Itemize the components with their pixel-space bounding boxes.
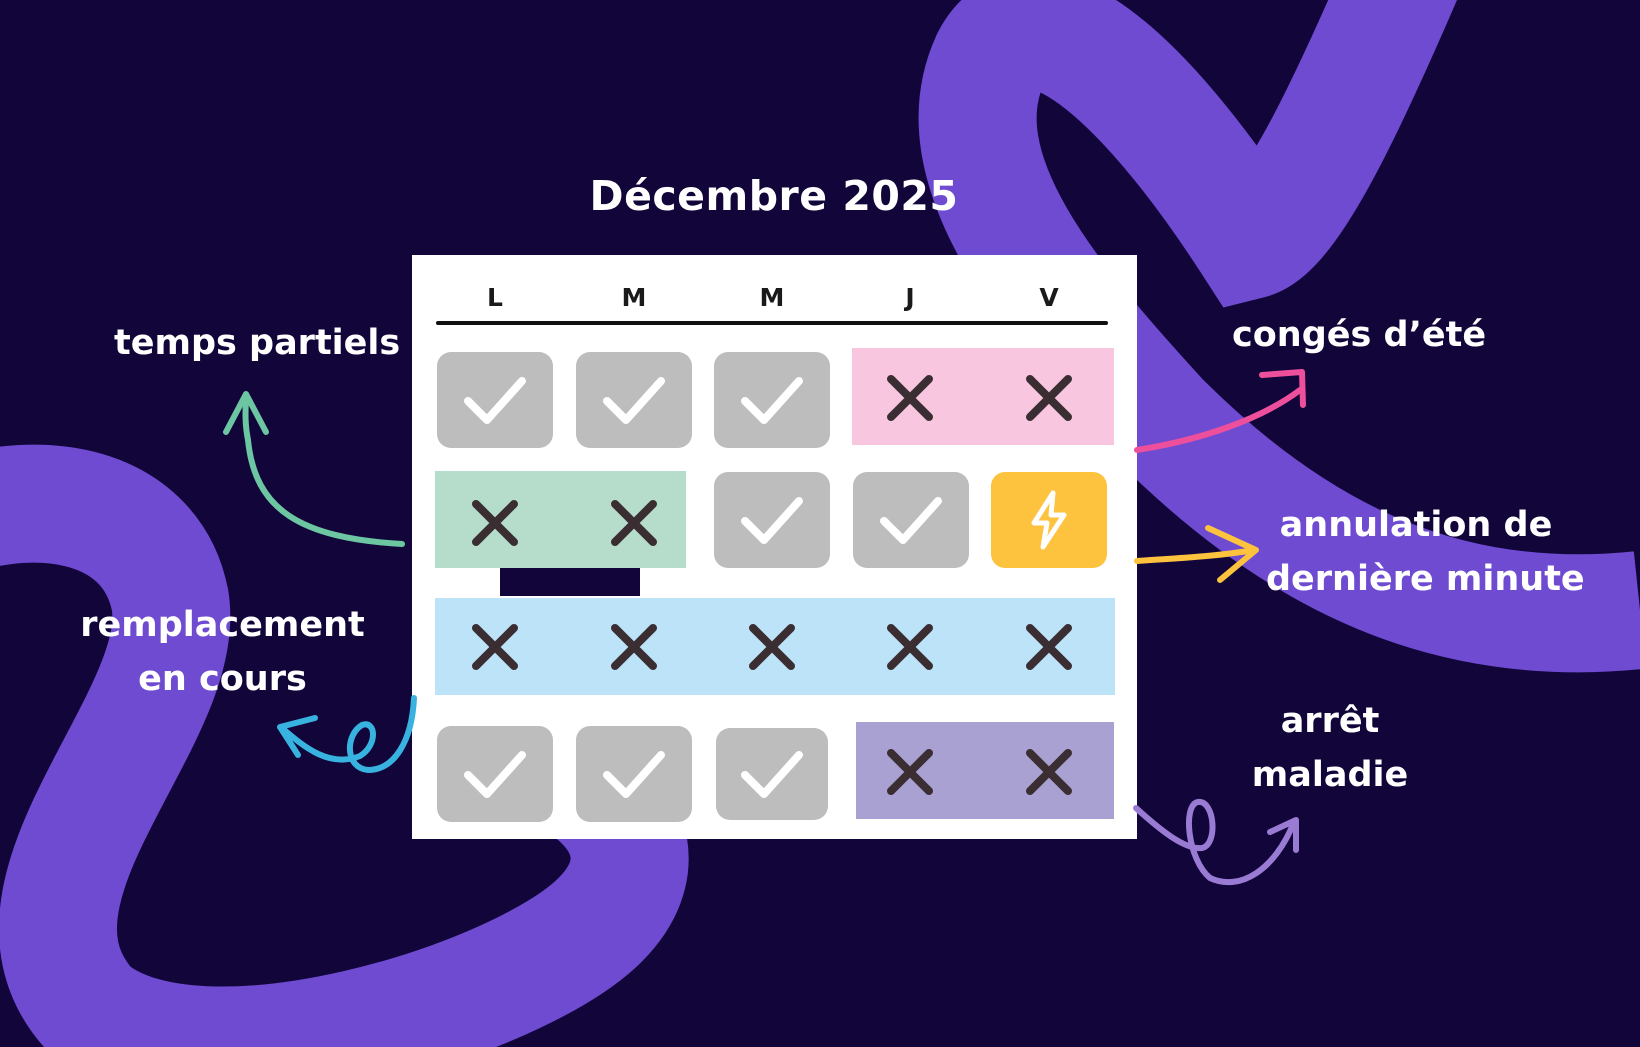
arrow-arret <box>1133 799 1297 886</box>
cell-check <box>853 472 969 568</box>
cell-check <box>716 728 828 820</box>
cross-icon <box>887 375 933 421</box>
label-conges: congés d’été <box>1232 315 1487 355</box>
arrow-temps-partiels <box>242 393 405 547</box>
check-icon <box>741 497 803 544</box>
cross-icon <box>749 624 795 670</box>
arrowhead-conges <box>1259 369 1306 408</box>
arrowhead-annulation <box>1205 525 1259 583</box>
arret-maladie-band <box>856 722 1114 819</box>
label-arret-line1: arrêt <box>1280 701 1380 741</box>
cell-check <box>437 726 553 822</box>
swoosh-top-right <box>918 0 1640 673</box>
arrowhead-remplacement <box>277 715 318 758</box>
arrowhead-temps-partiels <box>223 391 269 435</box>
day-header-jeudi: J <box>905 283 915 312</box>
conges-band <box>852 348 1114 445</box>
arrowhead-arret <box>1267 817 1299 853</box>
cross-icon <box>472 624 518 670</box>
label-arret-maladie: arrêt maladie <box>1240 694 1420 802</box>
label-arret-line2: maladie <box>1251 755 1409 795</box>
check-icon <box>741 377 803 424</box>
cell-check <box>437 352 553 448</box>
cross-icon <box>611 500 657 546</box>
label-remplacement-line2: en cours <box>138 659 307 699</box>
day-header-mardi: M <box>621 283 647 312</box>
calendar-title: Décembre 2025 <box>589 172 959 220</box>
cell-lightning <box>991 472 1107 568</box>
label-annulation-line1: annulation de <box>1279 505 1553 545</box>
day-header-mercredi: M <box>759 283 785 312</box>
day-header-lundi: L <box>487 283 503 312</box>
cell-check <box>576 726 692 822</box>
label-temps-partiels: temps partiels <box>114 323 401 363</box>
temps-partiels-gap <box>500 568 640 596</box>
arrow-annulation <box>1134 547 1257 564</box>
cell-check <box>714 472 830 568</box>
cell-check <box>576 352 692 448</box>
check-icon <box>880 497 942 544</box>
cross-icon <box>1026 375 1072 421</box>
arrow-remplacement <box>279 695 417 773</box>
label-remplacement: remplacement en cours <box>80 598 365 706</box>
cross-icon <box>887 749 933 795</box>
cross-icon <box>472 500 518 546</box>
check-icon <box>741 751 803 798</box>
header-divider <box>436 321 1108 325</box>
arrow-conges <box>1134 387 1303 453</box>
label-annulation-line2: dernière minute <box>1266 559 1585 599</box>
check-icon <box>464 751 526 798</box>
temps-partiels-band <box>435 471 686 568</box>
label-annulation: annulation de dernière minute <box>1266 498 1585 606</box>
calendar-card: L M M J V <box>412 255 1137 839</box>
cross-icon <box>611 624 657 670</box>
lightning-icon <box>1031 490 1067 550</box>
label-remplacement-line1: remplacement <box>80 605 365 645</box>
check-icon <box>603 751 665 798</box>
check-icon <box>603 377 665 424</box>
cross-icon <box>1026 749 1072 795</box>
check-icon <box>464 377 526 424</box>
cross-icon <box>1026 624 1072 670</box>
day-header-vendredi: V <box>1039 283 1059 312</box>
cross-icon <box>887 624 933 670</box>
cell-check <box>714 352 830 448</box>
swoosh-bottom-left <box>0 444 689 1047</box>
